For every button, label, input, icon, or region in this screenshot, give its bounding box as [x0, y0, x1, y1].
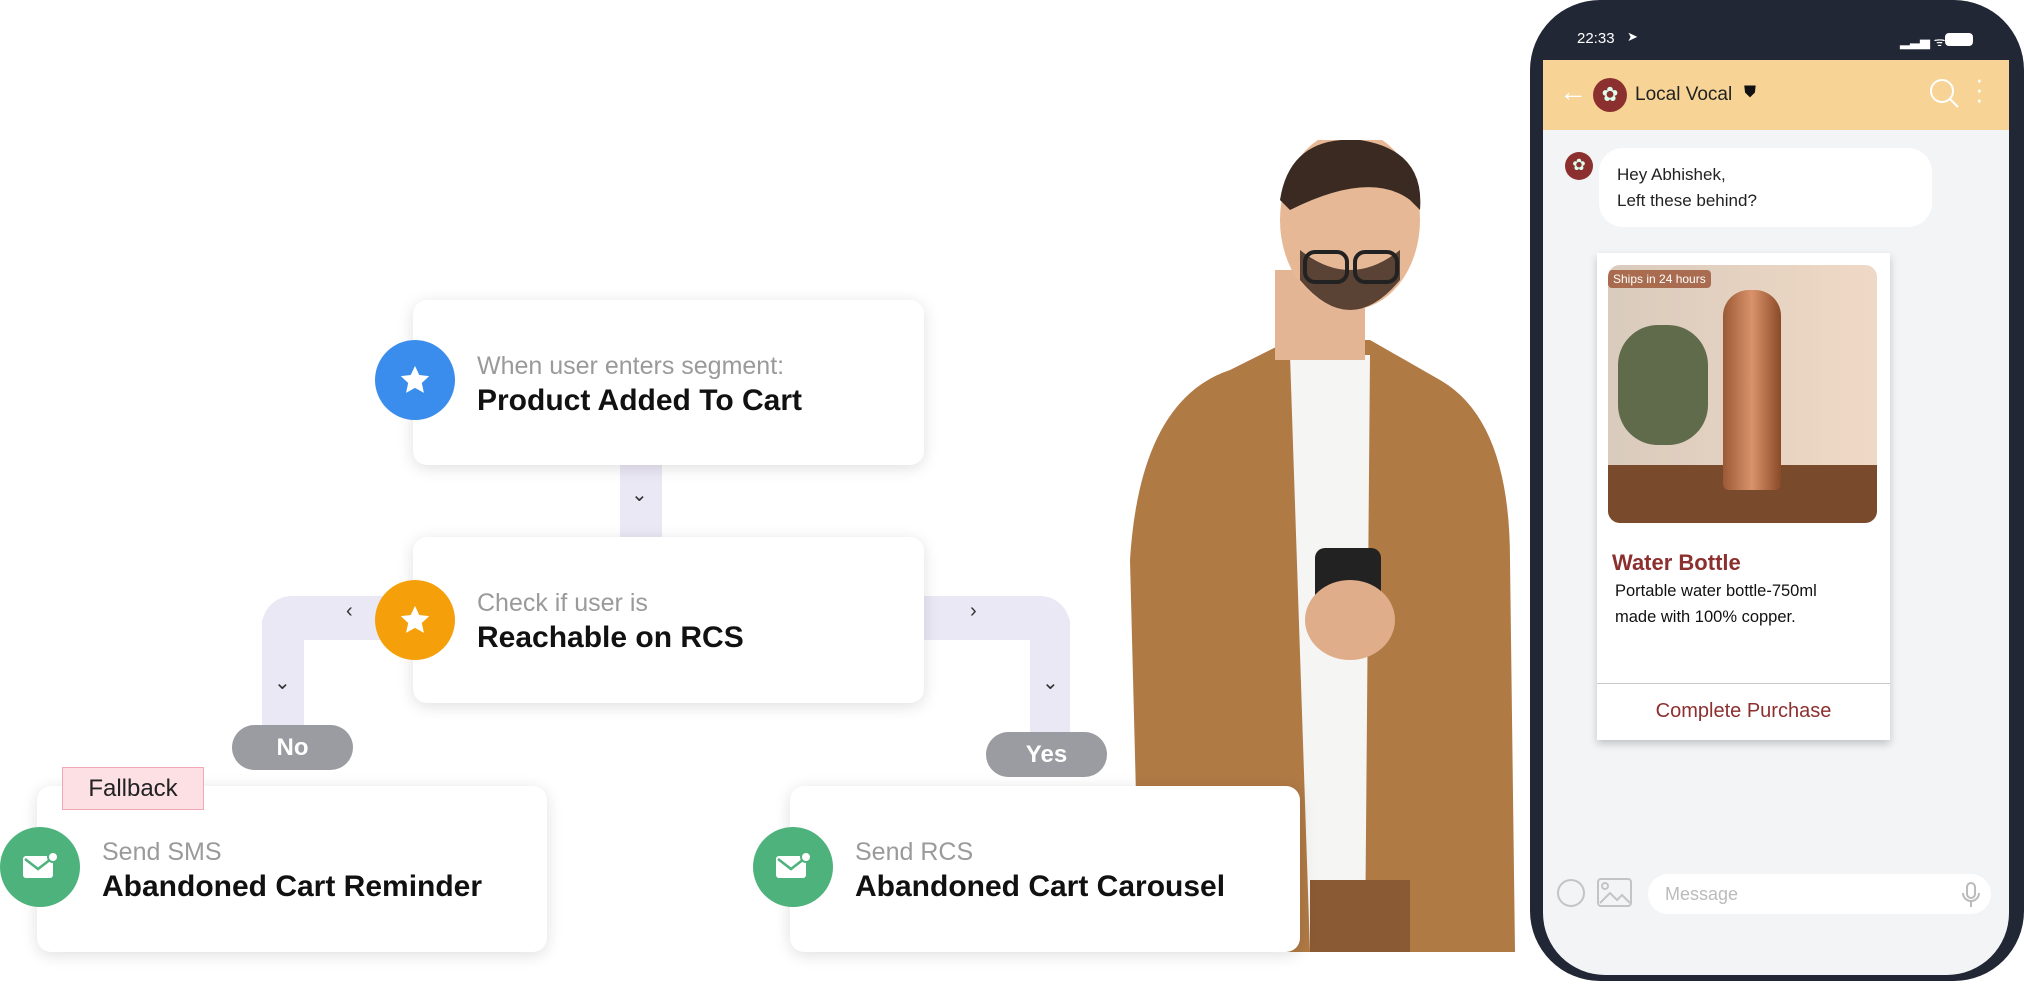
- brand-avatar: ✿: [1593, 78, 1627, 112]
- chat-header: ← ✿ Local Vocal ⛊ ···: [1543, 60, 2009, 130]
- product-image: Ships in 24 hours: [1608, 265, 1877, 523]
- sms-main: Abandoned Cart Reminder: [102, 870, 483, 903]
- chevron-down-icon: ⌄: [274, 672, 291, 694]
- send-sms-card[interactable]: Send SMS Abandoned Cart Reminder: [37, 786, 547, 952]
- connector-top: [620, 465, 662, 537]
- mail-icon: [0, 827, 80, 907]
- message-avatar: ✿: [1565, 152, 1593, 180]
- trigger-sub: When user enters segment:: [477, 352, 785, 380]
- phone-frame: 22:33 ➤ ▂▃▅ ᯤ ← ✿ Local Vocal ⛊ ··· ✿ He…: [1530, 0, 2024, 981]
- sms-sub: Send SMS: [102, 838, 222, 866]
- product-title: Water Bottle: [1612, 550, 1741, 575]
- brand-name: Local Vocal: [1635, 84, 1733, 105]
- no-branch-label: No: [232, 725, 353, 770]
- check-card[interactable]: Check if user is Reachable on RCS: [413, 537, 924, 703]
- send-rcs-card[interactable]: Send RCS Abandoned Cart Carousel: [790, 786, 1300, 952]
- more-icon[interactable]: ···: [1975, 64, 1984, 114]
- star-icon: [375, 580, 455, 660]
- message-placeholder: Message: [1665, 884, 1739, 904]
- chevron-left-icon: ‹: [346, 600, 353, 622]
- product-description: Portable water bottle-750ml made with 10…: [1615, 582, 1817, 626]
- message-bubble: Hey Abhishek, Left these behind?: [1599, 148, 1932, 227]
- check-sub: Check if user is: [477, 589, 648, 617]
- message-input[interactable]: Message: [1648, 874, 1991, 914]
- trigger-main: Product Added To Cart: [477, 384, 802, 417]
- trigger-card[interactable]: When user enters segment: Product Added …: [413, 300, 924, 465]
- complete-purchase-button[interactable]: Complete Purchase: [1597, 683, 1890, 740]
- ships-badge: Ships in 24 hours: [1608, 270, 1711, 288]
- emoji-icon[interactable]: [1556, 878, 1586, 908]
- check-main: Reachable on RCS: [477, 621, 744, 654]
- chevron-down-icon: ⌄: [631, 484, 648, 506]
- rcs-sub: Send RCS: [855, 838, 974, 866]
- verified-icon: ⛊: [1744, 84, 1757, 101]
- message-line-1: Hey Abhishek,: [1617, 165, 1726, 184]
- connector-right-down: [1030, 620, 1070, 732]
- signal-icon: ▂▃▅ ᯤ: [1900, 34, 1946, 49]
- microphone-icon[interactable]: [1961, 882, 1981, 908]
- fallback-tag: Fallback: [62, 767, 204, 810]
- chevron-right-icon: ›: [970, 600, 977, 622]
- product-card: Ships in 24 hours Water Bottle Portable …: [1597, 253, 1890, 740]
- mail-icon: [753, 827, 833, 907]
- phone-screen: ← ✿ Local Vocal ⛊ ··· ✿ Hey Abhishek, Le…: [1543, 60, 2009, 975]
- connector-left-down: [262, 620, 304, 725]
- search-icon[interactable]: [1929, 78, 1961, 110]
- battery-icon: [1945, 33, 1973, 46]
- image-icon[interactable]: [1597, 878, 1633, 908]
- rcs-main: Abandoned Cart Carousel: [855, 870, 1226, 903]
- chevron-down-icon: ⌄: [1042, 672, 1059, 694]
- star-icon: [375, 340, 455, 420]
- status-time: 22:33: [1577, 30, 1615, 47]
- message-line-2: Left these behind?: [1617, 191, 1757, 210]
- yes-branch-label: Yes: [986, 732, 1107, 777]
- location-icon: ➤: [1627, 29, 1638, 44]
- back-arrow-icon[interactable]: ←: [1559, 76, 1587, 107]
